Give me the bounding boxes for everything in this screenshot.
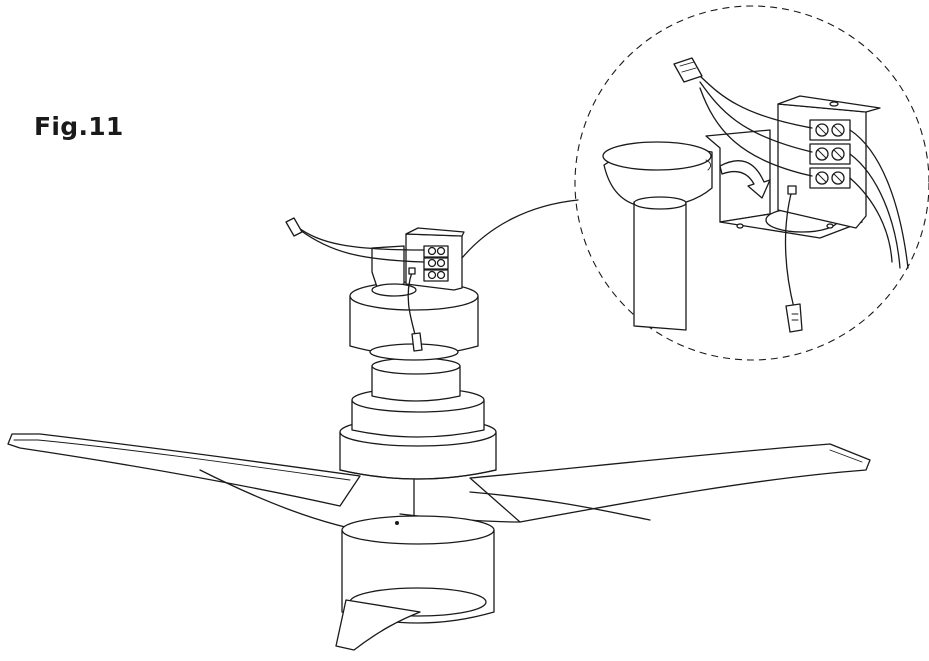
fan-blade-right (399, 443, 871, 523)
detail-terminal-block (809, 119, 851, 189)
detail-circle-boundary (574, 5, 929, 361)
motor-housing (339, 281, 497, 480)
leader-line (461, 199, 579, 259)
fan-blade-left (7, 433, 381, 535)
detail-wiring (673, 57, 909, 333)
main-wiring (285, 217, 425, 352)
figure-label: Fig.11 (34, 112, 124, 141)
fan-blade-front (335, 599, 421, 651)
detail-view (461, 5, 929, 361)
detail-mounting-bracket (705, 95, 881, 239)
terminal-block (423, 245, 449, 282)
curved-arrow-down-icon (719, 160, 771, 199)
ceiling-fan (7, 217, 871, 651)
mounting-bracket (371, 227, 465, 297)
detail-canopy (602, 141, 713, 331)
